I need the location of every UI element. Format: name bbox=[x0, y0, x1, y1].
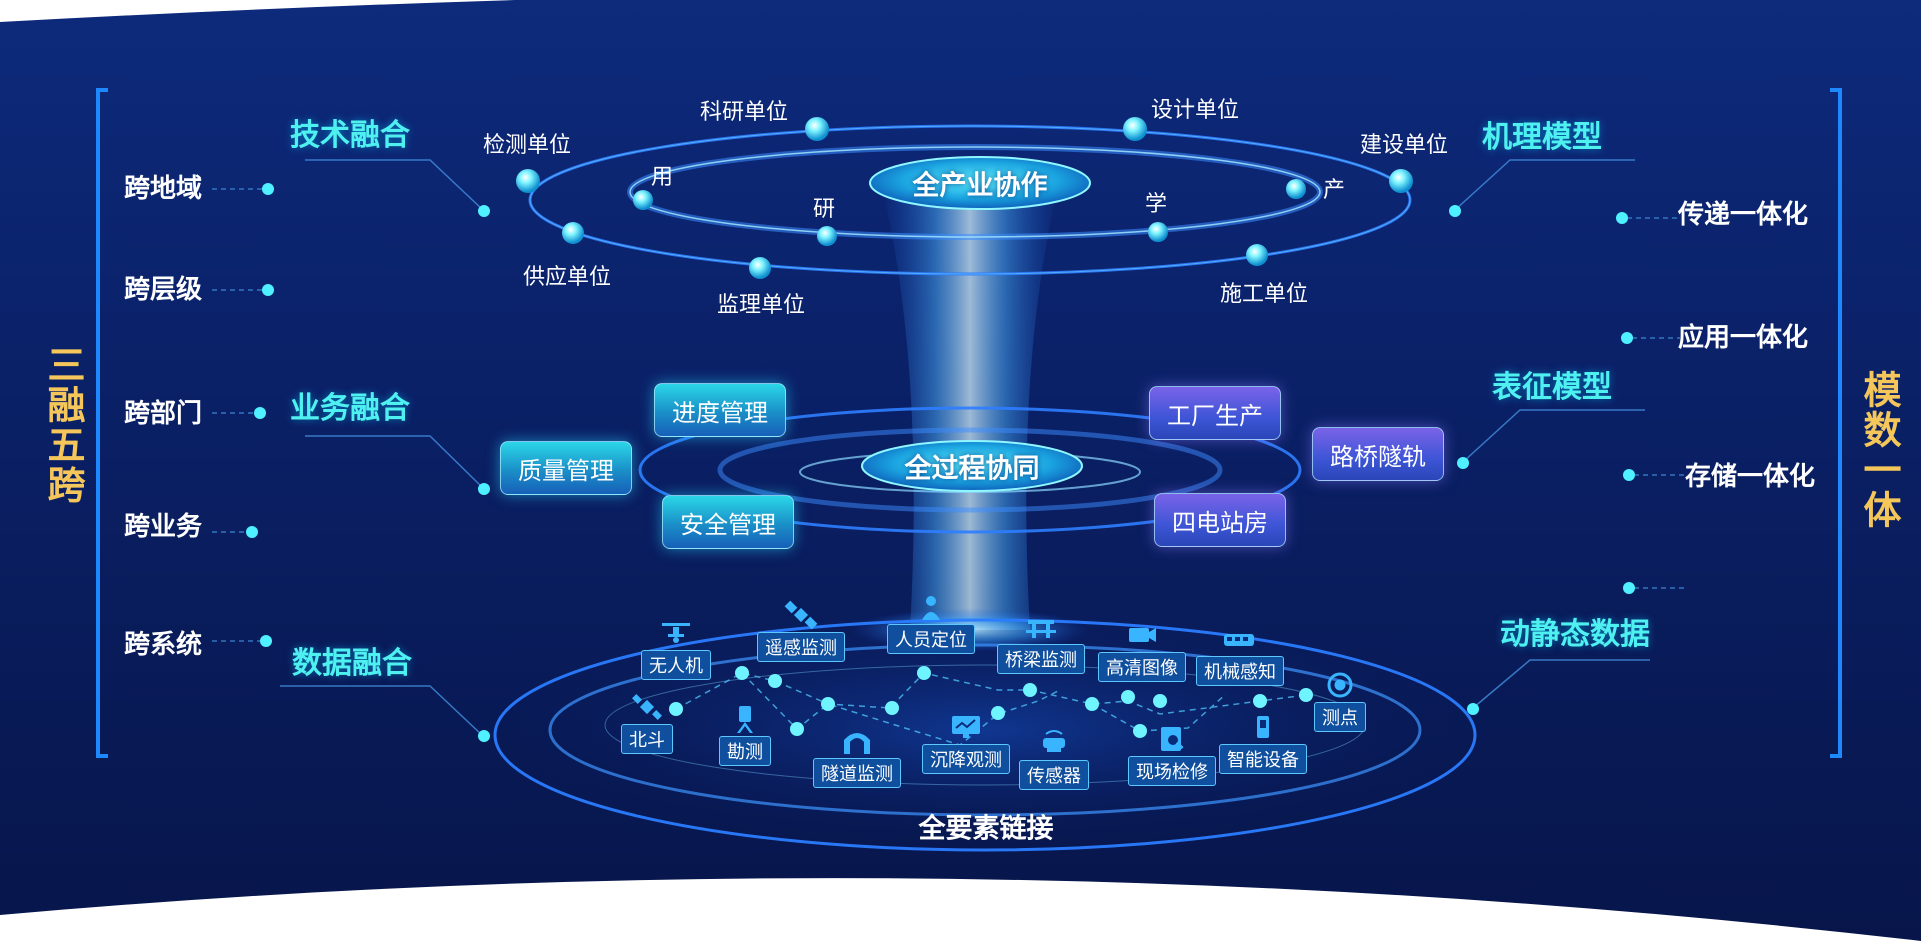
unit-label-design: 设计单位 bbox=[1150, 98, 1240, 123]
device-label: 遥感监测 bbox=[757, 632, 845, 662]
industry-collaboration-hub: 全产业协作 bbox=[912, 170, 1048, 202]
device-label: 传感器 bbox=[1019, 760, 1089, 790]
device-label: 无人机 bbox=[641, 650, 711, 680]
device-drone[interactable]: 无人机 bbox=[641, 618, 711, 680]
left-item-cross-system: 跨系统 bbox=[124, 630, 203, 660]
satellite-small-icon bbox=[632, 694, 662, 720]
tunnel-icon bbox=[844, 733, 870, 754]
representation-model-title: 表征模型 bbox=[1492, 370, 1612, 405]
satellite-icon bbox=[784, 600, 818, 630]
device-remote-sensing[interactable]: 遥感监测 bbox=[757, 600, 845, 662]
device-tunnel-monitoring[interactable]: 隧道监测 bbox=[813, 726, 901, 788]
device-label: 现场检修 bbox=[1128, 756, 1216, 786]
device-smart-equipment[interactable]: 智能设备 bbox=[1219, 712, 1307, 774]
device-machine-sensing[interactable]: 机械感知 bbox=[1196, 624, 1284, 686]
device-bridge-monitoring[interactable]: 桥梁监测 bbox=[997, 612, 1085, 674]
device-label: 智能设备 bbox=[1219, 744, 1307, 774]
device-sensor[interactable]: 传感器 bbox=[1019, 728, 1089, 790]
left-item-cross-level: 跨层级 bbox=[124, 275, 203, 305]
survey-instrument-icon bbox=[737, 706, 753, 733]
monitor-icon bbox=[952, 716, 980, 738]
device-label: 高清图像 bbox=[1098, 652, 1186, 682]
unit-label-supervision: 监理单位 bbox=[716, 293, 806, 318]
device-settlement-observation[interactable]: 沉降观测 bbox=[922, 712, 1010, 774]
device-icon bbox=[1257, 716, 1269, 738]
device-measuring-point[interactable]: 测点 bbox=[1314, 670, 1366, 732]
inner-node-industry: 产 bbox=[1322, 178, 1346, 203]
data-fusion-title: 数据融合 bbox=[292, 646, 412, 681]
all-element-link-label: 全要素链接 bbox=[918, 813, 1054, 845]
right-vertical-title: 模数一体 bbox=[1857, 370, 1901, 530]
device-onsite-inspection[interactable]: 现场检修 bbox=[1128, 724, 1216, 786]
left-item-cross-region: 跨地域 bbox=[124, 174, 203, 204]
target-icon bbox=[1327, 672, 1353, 698]
dynamic-data-title: 动静态数据 bbox=[1500, 617, 1650, 652]
right-item-transfer-integration: 传递一体化 bbox=[1678, 200, 1809, 230]
left-item-cross-business: 跨业务 bbox=[124, 512, 203, 542]
inner-node-research: 研 bbox=[812, 197, 836, 222]
device-label: 勘测 bbox=[719, 736, 771, 766]
device-label: 隧道监测 bbox=[813, 758, 901, 788]
card-progress-management[interactable]: 进度管理 bbox=[654, 383, 786, 437]
unit-label-construction: 施工单位 bbox=[1219, 282, 1309, 307]
train-icon bbox=[1224, 634, 1254, 646]
device-label: 人员定位 bbox=[887, 624, 975, 654]
device-personnel-location[interactable]: 人员定位 bbox=[887, 592, 975, 654]
device-label: 沉降观测 bbox=[922, 744, 1010, 774]
tech-fusion-title: 技术融合 bbox=[290, 118, 410, 153]
device-label: 北斗 bbox=[621, 724, 673, 754]
bridge-icon bbox=[1026, 620, 1056, 638]
inspection-icon bbox=[1161, 727, 1184, 751]
card-factory-production[interactable]: 工厂生产 bbox=[1149, 386, 1281, 440]
unit-label-construction-owner: 建设单位 bbox=[1359, 133, 1449, 158]
business-fusion-title: 业务融合 bbox=[290, 391, 410, 426]
device-hd-image[interactable]: 高清图像 bbox=[1098, 620, 1186, 682]
card-four-electric-station[interactable]: 四电站房 bbox=[1154, 493, 1286, 547]
device-label: 测点 bbox=[1314, 702, 1366, 732]
left-item-cross-department: 跨部门 bbox=[124, 399, 203, 429]
right-item-storage-integration: 存储一体化 bbox=[1685, 462, 1816, 492]
inner-node-use: 用 bbox=[650, 165, 674, 190]
device-beidou[interactable]: 北斗 bbox=[621, 692, 673, 754]
inner-node-study: 学 bbox=[1144, 192, 1168, 217]
camera-icon bbox=[1129, 628, 1156, 642]
left-vertical-title: 三融五跨 bbox=[41, 345, 85, 505]
device-survey[interactable]: 勘测 bbox=[719, 704, 771, 766]
unit-label-research: 科研单位 bbox=[699, 100, 789, 125]
card-safety-management[interactable]: 安全管理 bbox=[662, 495, 794, 549]
unit-label-supply: 供应单位 bbox=[522, 265, 612, 290]
right-item-application-integration: 应用一体化 bbox=[1678, 323, 1809, 353]
card-quality-management[interactable]: 质量管理 bbox=[500, 441, 632, 495]
person-location-icon bbox=[922, 596, 940, 620]
device-label: 机械感知 bbox=[1196, 656, 1284, 686]
unit-label-testing: 检测单位 bbox=[482, 133, 572, 158]
process-coordination-hub: 全过程协同 bbox=[904, 453, 1040, 485]
mechanism-model-title: 机理模型 bbox=[1482, 120, 1602, 155]
sensor-icon bbox=[1043, 730, 1065, 752]
card-road-bridge-tunnel-rail[interactable]: 路桥隧轨 bbox=[1312, 427, 1444, 481]
device-label: 桥梁监测 bbox=[997, 644, 1085, 674]
drone-icon bbox=[662, 623, 690, 643]
